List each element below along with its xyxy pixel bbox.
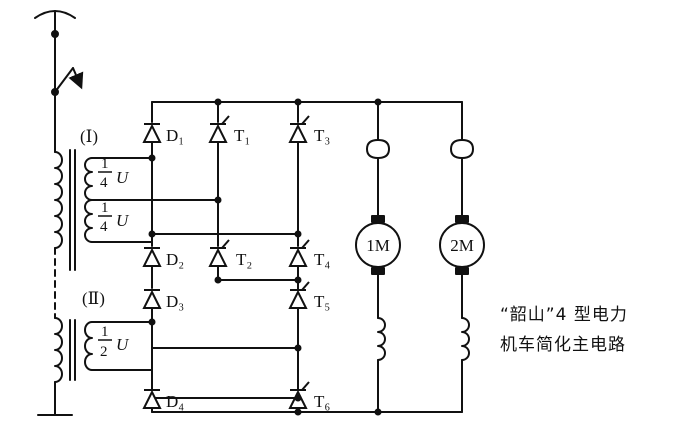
- diode-label-d3: D₃: [166, 292, 184, 311]
- diode-label-d4: D₄: [166, 392, 184, 411]
- thyristor-label-t6: T₆: [314, 392, 330, 411]
- motor-1-label: 1M: [366, 236, 390, 255]
- diode-d2: [142, 247, 162, 267]
- thyristor-label-t5: T₅: [314, 292, 330, 311]
- primary-winding-upper: [54, 151, 63, 249]
- secondary-winding-2: [84, 199, 93, 243]
- motor-1-smoothing-reactor: [366, 139, 390, 159]
- secondary-winding-1: [84, 157, 93, 201]
- thyristor-label-t4: T₄: [314, 250, 330, 269]
- motor-2-smoothing-reactor: [450, 139, 474, 159]
- winding-2-denominator: 4: [100, 219, 108, 235]
- winding-2-numerator: 1: [101, 200, 109, 216]
- thyristor-label-t1: T₁: [234, 126, 250, 145]
- diode-d4: [142, 389, 162, 409]
- thyristor-label-t3: T₃: [314, 126, 330, 145]
- winding-3-numerator: 1: [101, 324, 109, 340]
- thyristor-t2: [208, 239, 230, 267]
- winding-2-variable: U: [116, 211, 130, 230]
- section-label-1: (Ⅰ): [80, 127, 98, 146]
- winding-1-numerator: 1: [101, 156, 109, 172]
- thyristor-label-t2: T₂: [236, 250, 252, 269]
- primary-winding-lower: [54, 317, 63, 383]
- diode-d1: [142, 123, 162, 143]
- motor-1-field-winding: [377, 317, 386, 361]
- section-label-2: (Ⅱ): [82, 289, 105, 308]
- winding-3-variable: U: [116, 335, 130, 354]
- thyristor-t5: [288, 281, 310, 309]
- thyristor-t4: [288, 239, 310, 267]
- diode-label-d2: D₂: [166, 250, 184, 269]
- motor-2-label: 2M: [450, 236, 474, 255]
- figure-caption: “韶山”4 型电力 机车简化主电路: [500, 300, 695, 360]
- motor-2-brush-top: [455, 215, 469, 223]
- diode-label-d1: D₁: [166, 126, 184, 145]
- thyristor-t3: [288, 115, 310, 143]
- winding-1-denominator: 4: [100, 175, 108, 191]
- main-switch: [51, 67, 84, 96]
- diode-d3: [142, 289, 162, 309]
- secondary-winding-3: [84, 321, 93, 371]
- motor-2-field-winding: [461, 317, 470, 361]
- caption-line-1: “韶山”4 型电力: [500, 305, 628, 325]
- winding-3-denominator: 2: [100, 344, 108, 360]
- junction-dots: [148, 98, 382, 416]
- thyristor-t1: [208, 115, 230, 143]
- winding-1-variable: U: [116, 168, 130, 187]
- motor-1-brush-top: [371, 215, 385, 223]
- caption-line-2: 机车简化主电路: [500, 335, 626, 355]
